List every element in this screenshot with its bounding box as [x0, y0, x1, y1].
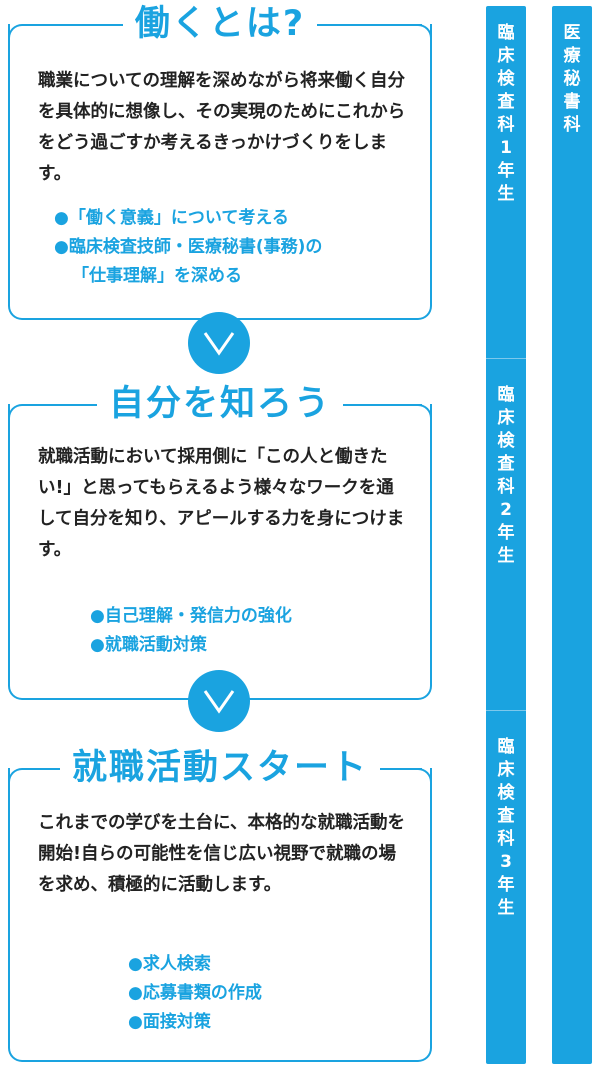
column-label-year3: 臨床検査科3年生 — [497, 737, 515, 918]
section-body: 就職活動において採用側に「この人と働きたい!」と思ってもらえるよう様々なワークを… — [38, 447, 405, 560]
bullet-item: ●「働く意義」について考える — [54, 208, 289, 228]
section-box-3: 就職活動スタート これまでの学びを土台に、本格的な就職活動を開始!自らの可能性を… — [8, 748, 432, 1062]
bullet-item: ●臨床検査技師・医療秘書(事務)の — [54, 237, 323, 257]
bullet-item: ●就職活動対策 — [90, 635, 207, 655]
section-box-2: 自分を知ろう 就職活動において採用側に「この人と働きたい!」と思ってもらえるよう… — [8, 384, 432, 700]
column-label-secretary: 医療秘書科 — [563, 23, 581, 135]
bullet-item: ●応募書類の作成 — [128, 983, 262, 1003]
secretary-column: 医療秘書科 — [552, 6, 592, 1064]
section-title: 就職活動スタート — [10, 746, 430, 790]
section-body: これまでの学びを土台に、本格的な就職活動を開始!自らの可能性を信じ広い視野で就職… — [38, 813, 405, 895]
column-divider — [486, 710, 526, 711]
chevron-down-icon — [188, 312, 250, 374]
section-body: 職業についての理解を深めながら将来働く自分を具体的に想像し、その実現のためにこれ… — [38, 71, 406, 184]
bullet-item: ●自己理解・発信力の強化 — [90, 606, 292, 626]
section-box-1: 働くとは? 職業についての理解を深めながら将来働く自分を具体的に想像し、その実現… — [8, 4, 432, 320]
chevron-down-icon — [188, 670, 250, 732]
column-label-year2: 臨床検査科2年生 — [497, 385, 515, 566]
section-bullets: ●自己理解・発信力の強化 ●就職活動対策 — [90, 602, 292, 660]
column-divider — [486, 358, 526, 359]
section-bullets: ●求人検索 ●応募書類の作成 ●面接対策 — [128, 950, 262, 1037]
bullet-item: ●求人検索 — [128, 954, 211, 974]
clinical-column: 臨床検査科1年生 臨床検査科2年生 臨床検査科3年生 — [486, 6, 526, 1064]
bullet-item: ●面接対策 — [128, 1012, 211, 1032]
column-label-year1: 臨床検査科1年生 — [497, 23, 515, 204]
bullet-item: 「仕事理解」を深める — [72, 266, 242, 286]
section-title: 自分を知ろう — [10, 382, 430, 426]
box-corner — [8, 24, 22, 38]
box-corner — [8, 404, 22, 418]
section-title: 働くとは? — [10, 2, 430, 46]
box-corner — [8, 768, 22, 782]
section-bullets: ●「働く意義」について考える ●臨床検査技師・医療秘書(事務)の 「仕事理解」を… — [54, 204, 322, 291]
